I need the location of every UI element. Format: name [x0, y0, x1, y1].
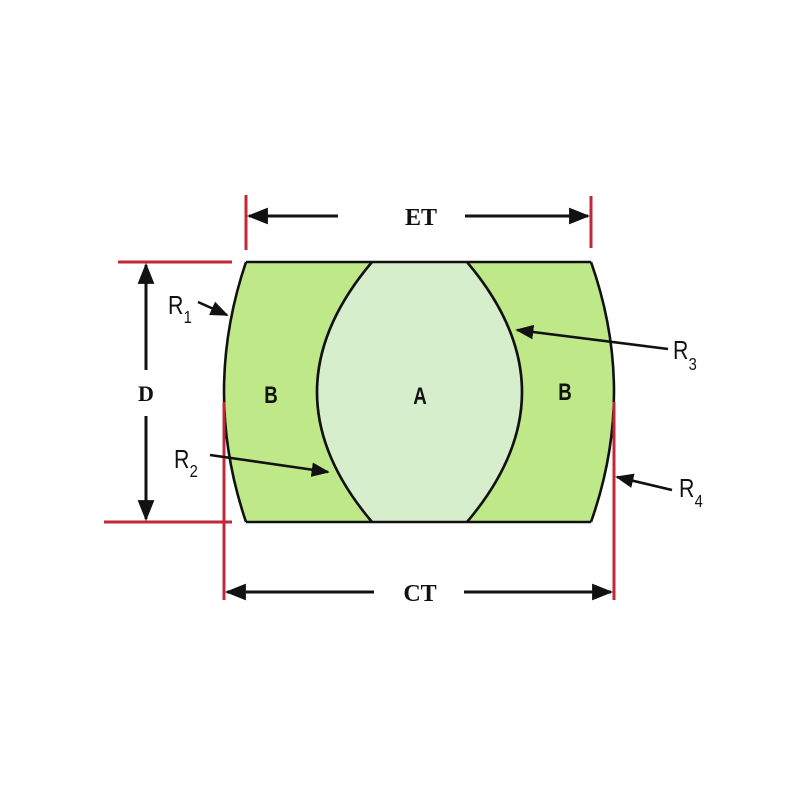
r4-subscript: 4 [695, 492, 703, 512]
r4-leader [615, 473, 673, 492]
element-a [317, 262, 522, 522]
element-a-label: A [413, 383, 427, 410]
r4-label: R 4 [679, 474, 703, 511]
r1-letter: R [168, 291, 183, 321]
r1-label: R 1 [168, 291, 192, 327]
r3-subscript: 3 [689, 355, 697, 375]
surface-r4 [589, 261, 616, 523]
r1-leader [197, 300, 229, 317]
r1-subscript: 1 [184, 308, 192, 328]
element-b-right-label: B [558, 379, 572, 406]
surface-r3 [466, 261, 524, 523]
r2-label: R 2 [174, 445, 198, 481]
r3-label: R 3 [673, 336, 697, 374]
surface-r1 [222, 261, 248, 523]
et-label: ET [405, 205, 437, 231]
r2-subscript: 2 [190, 462, 198, 482]
r2-letter: R [174, 445, 189, 475]
element-b-left-label: B [264, 382, 278, 409]
d-label: D [138, 381, 154, 406]
surface-r2 [315, 261, 373, 523]
r2-leader [209, 453, 330, 477]
r3-letter: R [673, 336, 688, 366]
ct-label: CT [403, 581, 436, 607]
element-b-left [224, 262, 372, 522]
r3-leader [515, 324, 669, 351]
r4-letter: R [679, 474, 694, 504]
element-b-right [467, 262, 614, 522]
